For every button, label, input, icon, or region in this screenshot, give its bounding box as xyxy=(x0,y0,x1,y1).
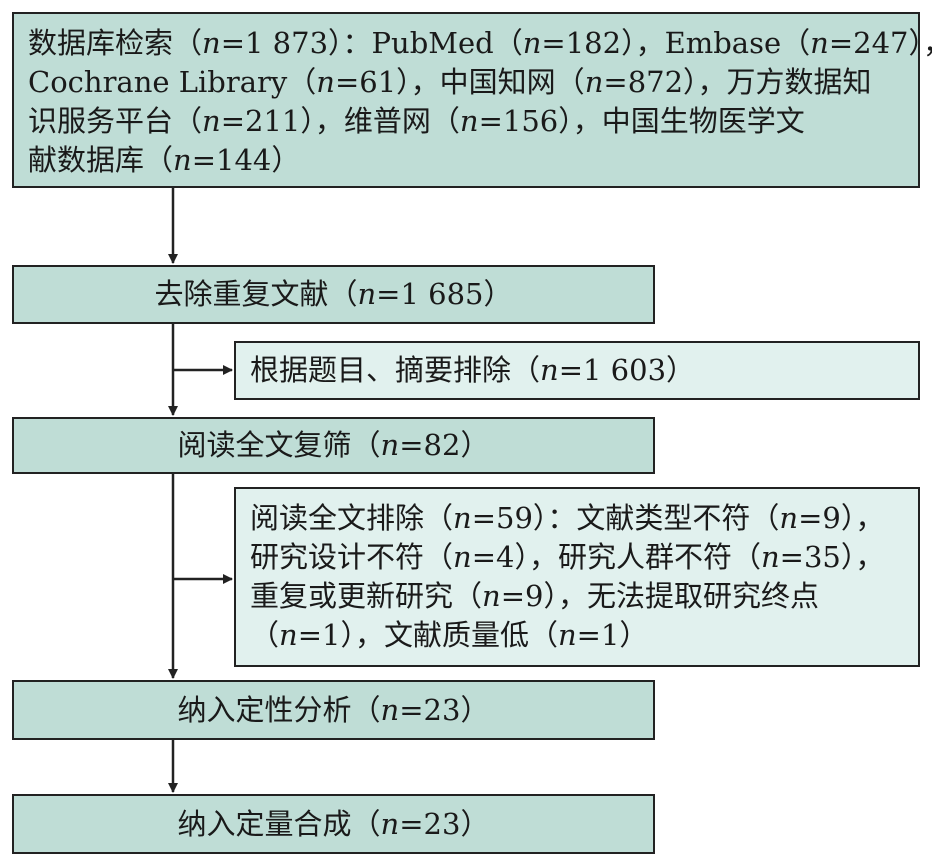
search-box-line: 献数据库（n=144） xyxy=(28,143,301,177)
dedup-box: 去除重复文献（n=1 685） xyxy=(12,265,655,324)
dedup-label: 去除重复文献（n=1 685） xyxy=(154,277,513,311)
search-box: 数据库检索（n=1 873）：PubMed（n=182），Embase（n=24… xyxy=(12,12,932,188)
quantitative-box: 纳入定量合成（n=23） xyxy=(12,794,655,854)
search-box-line: 识服务平台（n=211），维普网（n=156），中国生物医学文 xyxy=(28,104,805,138)
fulltext-screen-box: 阅读全文复筛（n=82） xyxy=(12,417,655,474)
qualitative-label: 纳入定性分析（n=23） xyxy=(177,692,490,727)
exclude-fulltext-box: 阅读全文排除（n=59）：文献类型不符（n=9）， 研究设计不符（n=4），研究… xyxy=(234,487,920,667)
exclude-abstract-label: 根据题目、摘要排除（n=1 603） xyxy=(250,353,696,387)
quantitative-label: 纳入定量合成（n=23） xyxy=(177,806,490,841)
exclude-abstract-box: 根据题目、摘要排除（n=1 603） xyxy=(234,341,920,400)
exclude-fulltext-line: 重复或更新研究（n=9），无法提取研究终点 xyxy=(250,579,819,613)
search-box-line: 数据库检索（n=1 873）：PubMed（n=182），Embase（n=24… xyxy=(28,26,932,60)
exclude-fulltext-line: （n=1），文献质量低（n=1） xyxy=(250,618,649,652)
fulltext-screen-label: 阅读全文复筛（n=82） xyxy=(177,428,490,462)
search-box-line: Cochrane Library（n=61），中国知网（n=872），万方数据知 xyxy=(28,65,872,99)
exclude-fulltext-line: 阅读全文排除（n=59）：文献类型不符（n=9）， xyxy=(250,501,885,535)
qualitative-box: 纳入定性分析（n=23） xyxy=(12,680,655,740)
exclude-fulltext-line: 研究设计不符（n=4），研究人群不符（n=35）， xyxy=(250,540,885,574)
